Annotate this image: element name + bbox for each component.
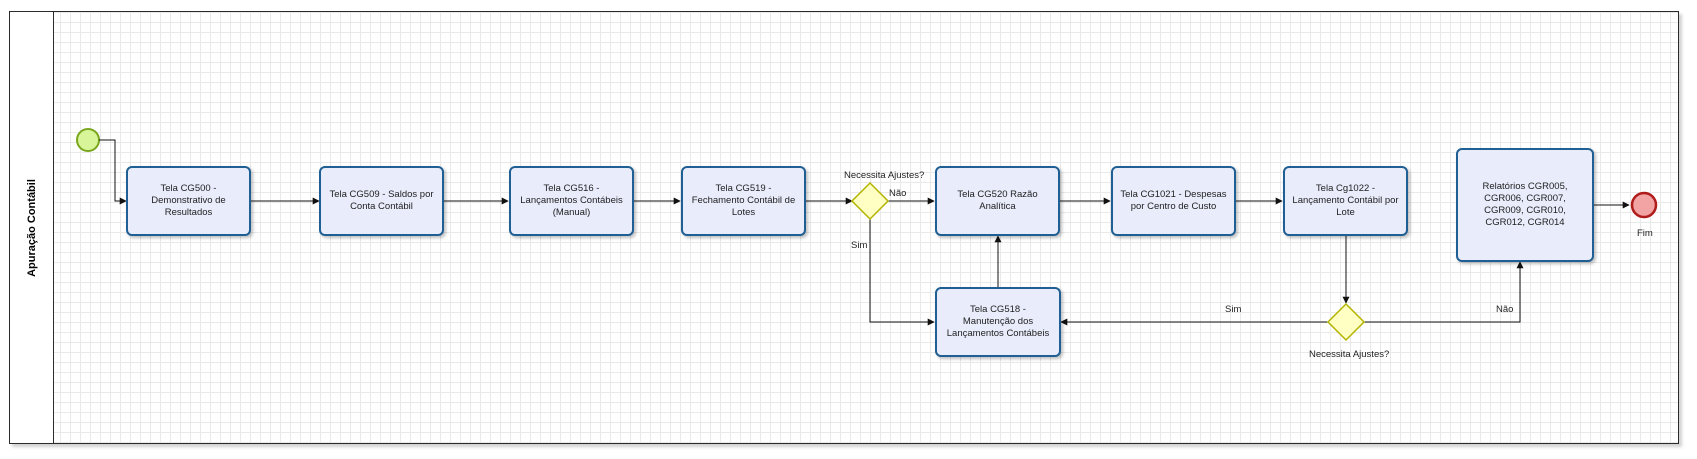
gateway-1[interactable] <box>850 181 890 221</box>
flow-start-cg500 <box>99 139 127 205</box>
gateway-1-yes-label: Sim <box>851 240 868 251</box>
task-relatorios[interactable]: Relatórios CGR005, CGR006, CGR007, CGR00… <box>1456 148 1594 262</box>
gateway-2[interactable] <box>1326 302 1366 342</box>
task-cg519[interactable]: Tela CG519 - Fechamento Contábil de Lote… <box>681 166 806 236</box>
flow-gateway1-cg518-sim <box>869 219 935 326</box>
task-cg520-label: Tela CG520 Razão Analítica <box>957 189 1038 212</box>
task-cg509-label: Tela CG509 - Saldos por Conta Contábil <box>329 189 434 212</box>
task-cg516-label: Tela CG516 - Lançamentos Contábeis (Manu… <box>520 183 623 218</box>
task-cg1022[interactable]: Tela Cg1022 - Lançamento Contábil por Lo… <box>1283 166 1408 236</box>
gateway-2-label: Necessita Ajustes? <box>1309 349 1390 360</box>
gateway-2-no-label: Não <box>1496 304 1514 315</box>
task-cg520[interactable]: Tela CG520 Razão Analítica <box>935 166 1060 236</box>
gateway-1-no-label: Não <box>889 188 907 199</box>
start-event[interactable] <box>76 128 100 152</box>
lane-header: Apuração Contábil <box>10 12 54 443</box>
task-cg516[interactable]: Tela CG516 - Lançamentos Contábeis (Manu… <box>509 166 634 236</box>
end-event[interactable] <box>1630 191 1658 219</box>
gateway-1-label: Necessita Ajustes? <box>844 170 925 181</box>
task-relatorios-label: Relatórios CGR005, CGR006, CGR007, CGR00… <box>1482 181 1568 228</box>
task-cg518[interactable]: Tela CG518 - Manutenção dos Lançamentos … <box>935 287 1061 357</box>
task-cg500[interactable]: Tela CG500 - Demonstrativo de Resultados <box>126 166 251 236</box>
task-cg1022-label: Tela Cg1022 - Lançamento Contábil por Lo… <box>1292 183 1399 218</box>
flow-gateway2-relatorios-nao <box>1364 261 1524 323</box>
task-cg1021-label: Tela CG1021 - Despesas por Centro de Cus… <box>1120 189 1227 212</box>
task-cg519-label: Tela CG519 - Fechamento Contábil de Lote… <box>691 183 796 218</box>
task-cg500-label: Tela CG500 - Demonstrativo de Resultados <box>151 183 226 218</box>
task-cg518-label: Tela CG518 - Manutenção dos Lançamentos … <box>946 304 1050 339</box>
task-cg509[interactable]: Tela CG509 - Saldos por Conta Contábil <box>319 166 444 236</box>
gateway-2-yes-label: Sim <box>1225 304 1242 315</box>
end-event-label: Fim <box>1637 228 1653 239</box>
task-cg1021[interactable]: Tela CG1021 - Despesas por Centro de Cus… <box>1111 166 1236 236</box>
